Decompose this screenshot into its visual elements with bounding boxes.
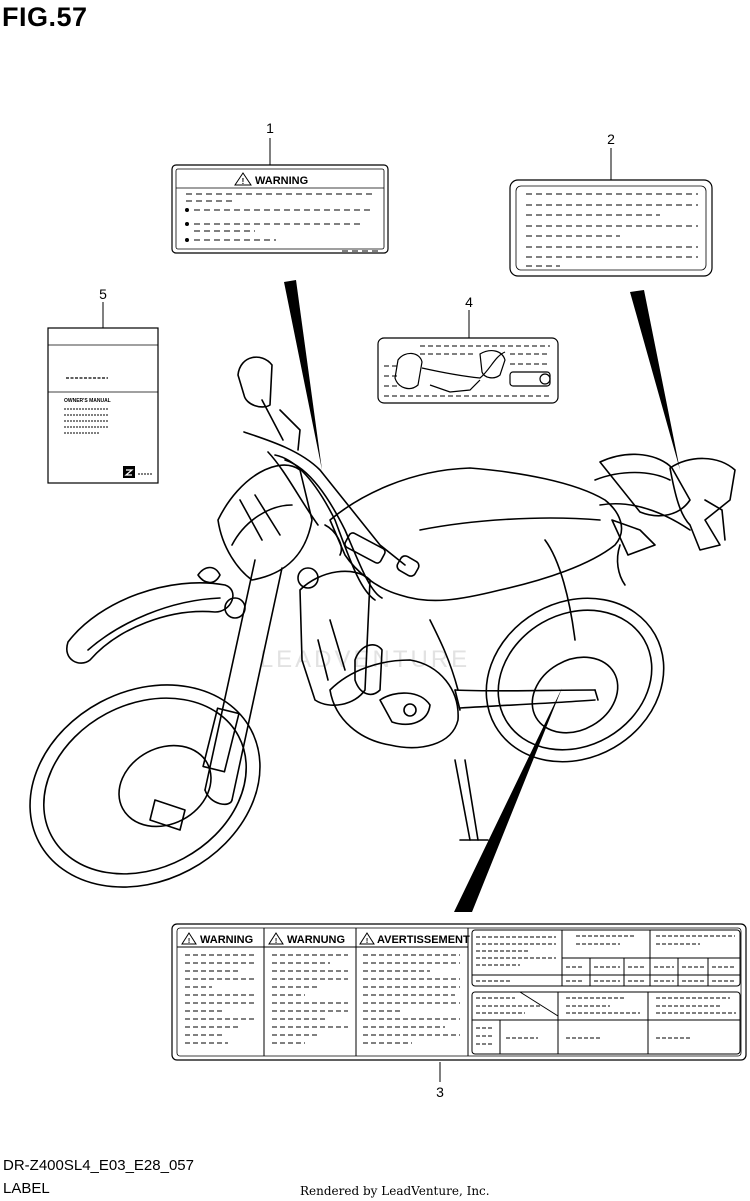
label-3-warning: ! WARNING ! WARNUNG ! AVERTISSEMENT <box>171 923 747 1061</box>
callout-1[interactable]: 1 <box>266 120 274 136</box>
pointer-wedge-3 <box>454 688 562 912</box>
label-4 <box>377 337 559 404</box>
label-3-heading-de: WARNUNG <box>287 934 345 946</box>
callout-3[interactable]: 3 <box>436 1084 444 1100</box>
svg-text:!: ! <box>188 938 190 945</box>
svg-text:!: ! <box>242 177 245 186</box>
watermark: LEADVENTURE <box>260 646 470 673</box>
label-4-pictogram <box>394 350 551 393</box>
svg-text:!: ! <box>366 938 368 945</box>
callout-4[interactable]: 4 <box>465 294 473 310</box>
label-1-warning: ! WARNING <box>171 164 389 254</box>
pointer-wedges <box>284 280 680 912</box>
owners-manual: OWNER'S MANUAL <box>47 327 159 484</box>
figure-title: FIG.57 <box>2 2 88 32</box>
label-2 <box>509 179 713 277</box>
label-1-heading: WARNING <box>255 175 308 187</box>
pointer-wedge-1 <box>284 280 322 470</box>
callout-5[interactable]: 5 <box>99 286 107 302</box>
motorcycle-drawing <box>29 356 736 888</box>
callout-leaders <box>102 138 612 1082</box>
label-3-heading-fr: AVERTISSEMENT <box>377 934 470 946</box>
label-3-heading-en: WARNING <box>200 934 253 946</box>
pointer-wedge-2 <box>630 290 680 470</box>
svg-text:!: ! <box>275 938 277 945</box>
callout-2[interactable]: 2 <box>607 131 615 147</box>
manual-title: OWNER'S MANUAL <box>64 398 111 404</box>
warning-triangle-icon <box>234 172 252 186</box>
diagram-caption: LABEL <box>3 1180 50 1197</box>
diagram-code: DR-Z400SL4_E03_E28_057 <box>3 1157 194 1174</box>
render-credit: Rendered by LeadVenture, Inc. <box>300 1184 490 1198</box>
